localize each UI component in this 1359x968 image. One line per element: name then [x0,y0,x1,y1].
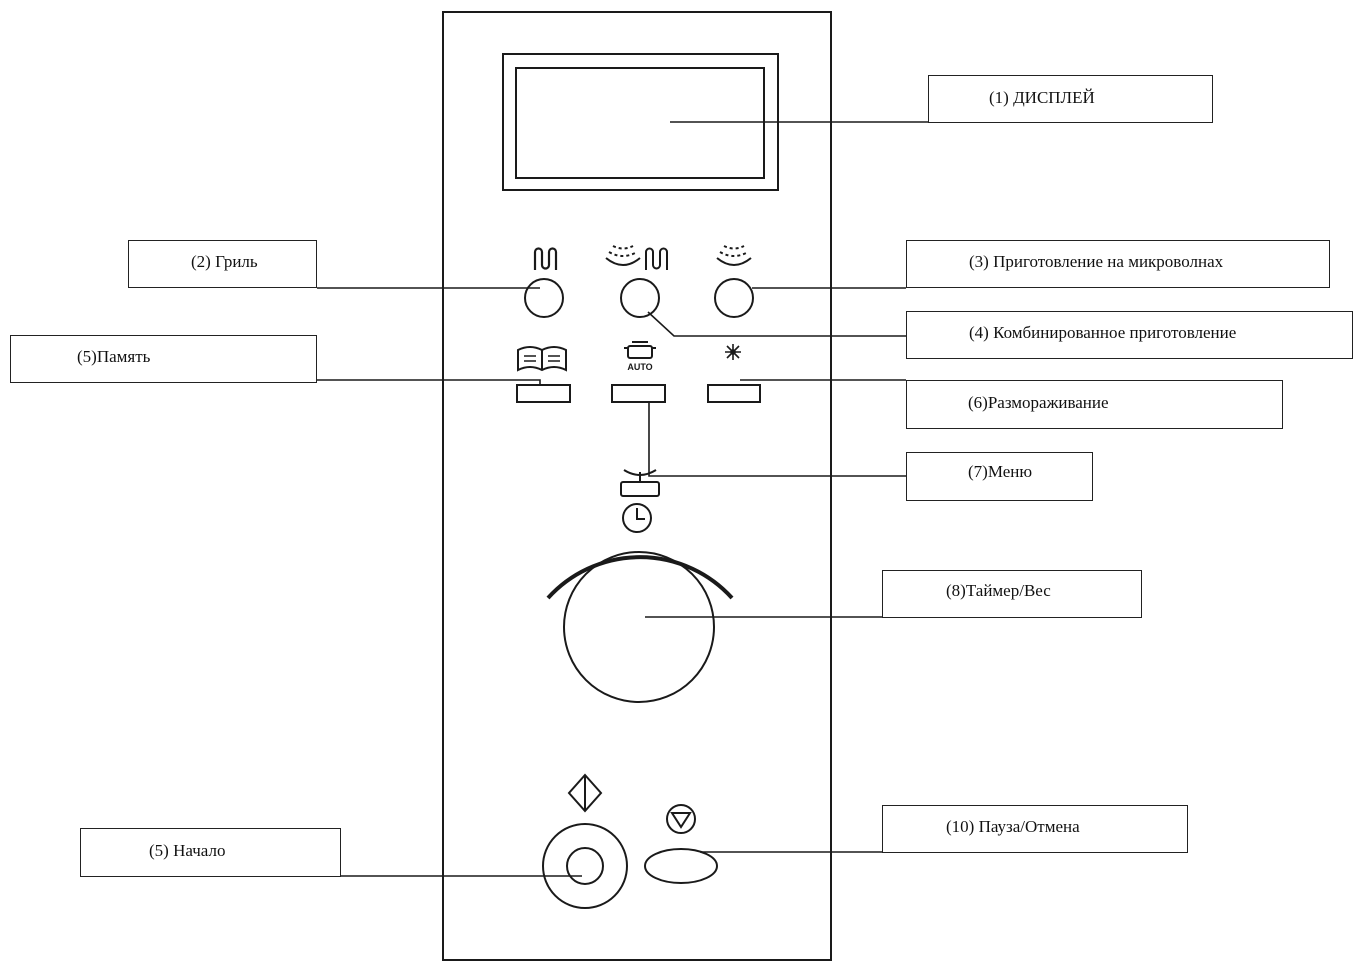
start-label-text: (5) Начало [149,841,226,860]
memory-button[interactable] [516,384,571,403]
grill-icon [533,247,558,270]
start-button-inner[interactable] [566,847,604,885]
microwave-waves-icon [716,245,752,266]
timer-weight-dial[interactable] [563,551,715,703]
auto-menu-icon: AUTO [624,341,656,372]
memory-label-text: (5)Память [77,347,151,366]
timer-weight-label-text: (8)Таймер/Вес [946,581,1051,600]
defrost-icon [725,344,741,360]
combination-button[interactable] [620,278,660,318]
leader-lines [317,121,928,877]
start-diamond-icon [567,773,603,813]
memory-label: (5)Память [10,335,317,383]
auto-menu-button[interactable] [611,384,666,403]
menu-label-text: (7)Меню [968,462,1033,481]
start-label: (5) Начало [80,828,341,877]
display-label-text: (1) ДИСПЛЕЙ [989,88,1095,107]
display-screen [515,67,765,179]
start-button-outer[interactable] [542,823,628,909]
defrost-button[interactable] [707,384,761,403]
pause-cancel-button[interactable] [644,848,718,884]
microwave-label-text: (3) Приготовление на микроволнах [969,252,1224,271]
defrost-label: (6)Размораживание [906,380,1283,429]
grill-button[interactable] [524,278,564,318]
defrost-label-text: (6)Размораживание [968,393,1109,412]
menu-label: (7)Меню [906,452,1093,501]
pause-cancel-label-text: (10) Пауза/Отмена [946,817,1080,836]
combination-label-text: (4) Комбинированное приготовление [969,323,1237,342]
dial-arc [546,555,734,600]
display-label: (1) ДИСПЛЕЙ [928,75,1213,123]
microwave-label: (3) Приготовление на микроволнах [906,240,1330,288]
book-icon [517,346,567,372]
grill-label: (2) Гриль [128,240,317,288]
pause-cancel-label: (10) Пауза/Отмена [882,805,1188,853]
grill-label-text: (2) Гриль [191,252,258,271]
control-panel-frame [442,11,832,961]
microwave-button[interactable] [714,278,754,318]
combination-label: (4) Комбинированное приготовление [906,311,1353,359]
stop-triangle-icon [666,804,696,834]
timer-weight-label: (8)Таймер/Вес [882,570,1142,618]
clock-icon [622,503,652,533]
combination-icon [605,245,668,270]
scale-icon [620,469,660,497]
auto-text: AUTO [627,362,652,372]
